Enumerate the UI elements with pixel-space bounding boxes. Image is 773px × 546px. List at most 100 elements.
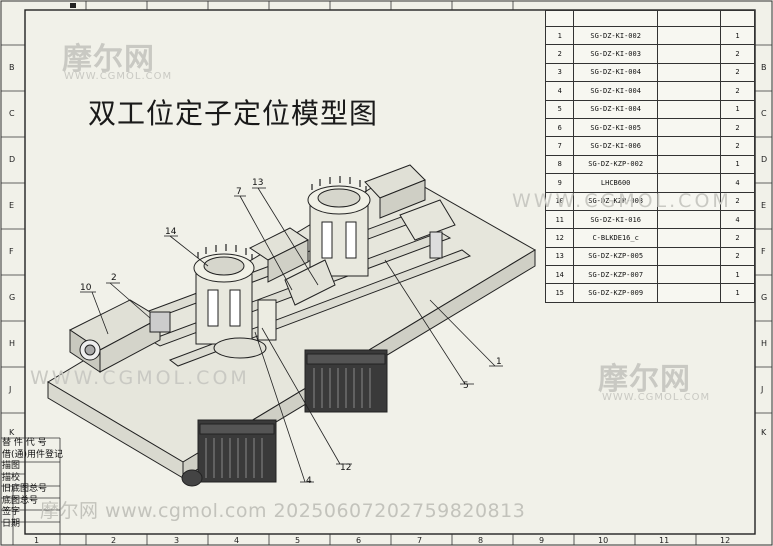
zone-row-label: F bbox=[9, 247, 14, 256]
watermark-url: WWW.CGMOL.COM bbox=[64, 71, 173, 82]
zone-row-label: D bbox=[9, 155, 16, 164]
bom-part-code: SG-DZ-KI-002 bbox=[573, 25, 658, 46]
bom-quantity: 2 bbox=[719, 44, 756, 64]
bom-quantity: 1 bbox=[719, 283, 756, 303]
bom-spec bbox=[656, 117, 721, 138]
revision-label: 替 件 代 号 bbox=[2, 438, 47, 448]
callout-1: 1 bbox=[496, 357, 502, 367]
zone-row-label: C bbox=[761, 109, 767, 118]
zone-col-label: 11 bbox=[659, 536, 670, 545]
bom-quantity: 2 bbox=[719, 136, 756, 156]
bom-spec bbox=[656, 81, 721, 101]
bom-spec bbox=[656, 191, 721, 211]
bom-part-code: SG-DZ-KI-016 bbox=[573, 209, 658, 230]
callout-12: 12 bbox=[340, 463, 352, 473]
bom-item-number: 5 bbox=[544, 99, 575, 119]
bom-quantity: 2 bbox=[719, 117, 756, 138]
zone-col-label: 5 bbox=[295, 536, 301, 545]
revision-label: 描图 bbox=[2, 461, 21, 471]
revision-block: 替 件 代 号 借(通)用件登记 描图 描校 旧底图总号 底图总号 签字 日期 bbox=[2, 438, 63, 530]
zone-row-label: E bbox=[761, 201, 767, 210]
bom-quantity: 1 bbox=[719, 99, 756, 119]
bom-item-number: 6 bbox=[544, 117, 575, 138]
zone-col-label: 6 bbox=[356, 536, 362, 545]
motor-bottom-right bbox=[304, 349, 388, 413]
zone-col-label: 9 bbox=[539, 536, 545, 545]
zone-row-label: J bbox=[9, 385, 12, 394]
bom-quantity: 1 bbox=[719, 265, 756, 285]
zone-row-label: G bbox=[9, 293, 16, 302]
bom-item-number: 4 bbox=[544, 81, 575, 101]
bom-item-number: 15 bbox=[544, 283, 575, 303]
bom-quantity: 2 bbox=[719, 246, 756, 267]
bom-spec bbox=[656, 265, 721, 285]
zone-row-label: E bbox=[9, 201, 15, 210]
revision-label: 日期 bbox=[2, 518, 21, 529]
bom-spec bbox=[656, 44, 721, 64]
bom-spec bbox=[656, 173, 721, 193]
revision-label: 借(通)用件登记 bbox=[2, 449, 64, 460]
revision-label: 签字 bbox=[2, 507, 21, 517]
bom-header-row bbox=[544, 10, 756, 27]
bom-spec bbox=[656, 62, 721, 83]
bom-item-number: 8 bbox=[544, 154, 575, 175]
zone-row-label: K bbox=[9, 428, 15, 437]
bom-spec bbox=[656, 228, 721, 248]
cylinder-right bbox=[364, 164, 456, 259]
zone-col-label: 3 bbox=[174, 536, 180, 545]
zone-row-label: J bbox=[761, 385, 764, 394]
bom-part-code: SG-DZ-KI-003 bbox=[573, 44, 658, 64]
bom-part-code: SG-DZ-KZP-007 bbox=[573, 265, 658, 285]
drawing-border bbox=[24, 9, 756, 535]
zone-row-label: H bbox=[761, 339, 768, 348]
bom-part-code: SG-DZ-KI-004 bbox=[573, 99, 658, 119]
bom-quantity: 2 bbox=[719, 191, 756, 211]
station-right bbox=[307, 176, 371, 277]
zone-row-label: F bbox=[761, 247, 766, 256]
zone-col-label: 10 bbox=[598, 536, 609, 545]
watermark-url-large: WWW.CGMOL.COM bbox=[512, 190, 732, 212]
bom-part-code: SG-DZ-KI-005 bbox=[573, 117, 658, 138]
revision-label: 旧底图总号 bbox=[2, 484, 48, 494]
bom-part-code: SG-DZ-KI-004 bbox=[573, 81, 658, 101]
motor-bottom-left bbox=[181, 419, 277, 487]
bom-item-number: 14 bbox=[544, 265, 575, 285]
leader-lines bbox=[80, 187, 503, 483]
zone-row-label: B bbox=[9, 63, 15, 72]
bom-part-code: SG-DZ-KZP-005 bbox=[573, 246, 658, 267]
bom-spec bbox=[656, 283, 721, 303]
bom-spec bbox=[656, 209, 721, 230]
bom-item-number: 10 bbox=[544, 191, 575, 211]
bom-quantity: 2 bbox=[719, 81, 756, 101]
revision-label: 底图总号 bbox=[2, 495, 39, 506]
bom-item-number: 2 bbox=[544, 44, 575, 64]
watermark-logo: 摩尔网 bbox=[598, 362, 691, 397]
bom-spec bbox=[656, 154, 721, 175]
bom-quantity: 2 bbox=[719, 228, 756, 248]
callout-5: 5 bbox=[463, 381, 469, 391]
revision-label: 描校 bbox=[2, 472, 21, 483]
revision-block-grid bbox=[1, 437, 61, 545]
bom-item-number: 11 bbox=[544, 209, 575, 230]
callout-2: 2 bbox=[111, 273, 117, 283]
watermark-url: WWW.CGMOL.COM bbox=[602, 392, 711, 403]
bom-item-number: 13 bbox=[544, 246, 575, 267]
cylinder-left bbox=[69, 299, 171, 373]
bom-quantity: 2 bbox=[719, 62, 756, 83]
zone-row-label: H bbox=[9, 339, 16, 348]
middle-clamps bbox=[249, 227, 336, 341]
